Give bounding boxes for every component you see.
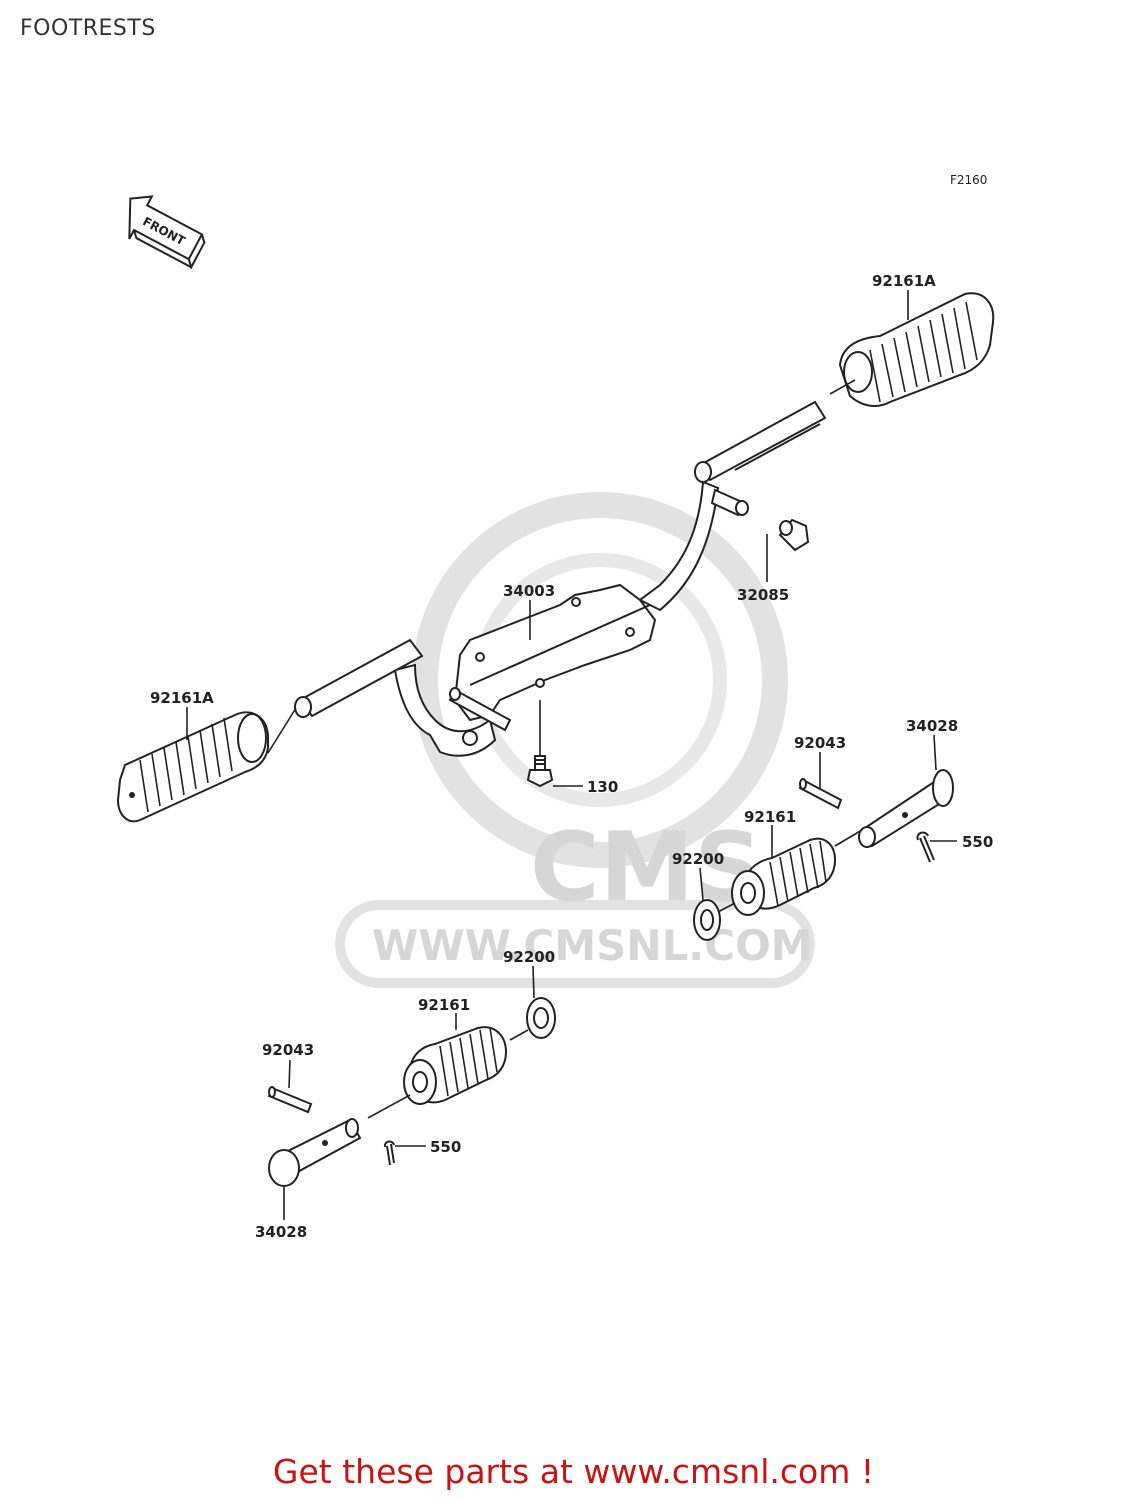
page-title: FOOTRESTS bbox=[20, 16, 156, 41]
leader-lines bbox=[186, 290, 957, 1220]
label-92161-left: 92161 bbox=[418, 996, 470, 1014]
peg-34028-left bbox=[268, 1118, 362, 1187]
label-130: 130 bbox=[587, 778, 618, 796]
footrest-rubber-right bbox=[838, 292, 995, 407]
watermark-url: WWW.CMSNL.COM bbox=[372, 921, 813, 970]
bolt-130 bbox=[526, 755, 554, 788]
label-32085: 32085 bbox=[737, 586, 789, 604]
cotter-550-left bbox=[383, 1140, 395, 1166]
rubber-92161-right bbox=[731, 837, 837, 916]
label-550-right: 550 bbox=[962, 833, 993, 851]
watermark-brand: CMS bbox=[530, 813, 763, 923]
footrest-rubber-left bbox=[116, 711, 269, 823]
pin-92043-left bbox=[267, 1086, 313, 1114]
label-92200-right: 92200 bbox=[672, 850, 724, 868]
footrest-bracket bbox=[294, 400, 827, 757]
pin-92043-right bbox=[798, 778, 843, 810]
label-92161A-left: 92161A bbox=[150, 689, 214, 707]
label-92200-left: 92200 bbox=[503, 948, 555, 966]
label-34028-left: 34028 bbox=[255, 1223, 307, 1241]
cap-32085 bbox=[778, 518, 810, 552]
label-92161A-right: 92161A bbox=[872, 272, 936, 290]
washer-92200-left bbox=[526, 997, 556, 1039]
label-92043-left: 92043 bbox=[262, 1041, 314, 1059]
peg-34028-right bbox=[858, 769, 954, 848]
label-92161-right: 92161 bbox=[744, 808, 796, 826]
label-550-left: 550 bbox=[430, 1138, 461, 1156]
front-arrow-icon: FRONT bbox=[128, 195, 206, 270]
figure-code: F2160 bbox=[950, 173, 987, 187]
washer-92200-right bbox=[693, 899, 721, 941]
rubber-92161-left bbox=[403, 1026, 508, 1105]
shop-link[interactable]: Get these parts at www.cmsnl.com ! bbox=[272, 1452, 875, 1491]
cotter-550-right bbox=[916, 831, 935, 863]
label-92043-right: 92043 bbox=[794, 734, 846, 752]
label-34028-right: 34028 bbox=[906, 717, 958, 735]
label-34003: 34003 bbox=[503, 582, 555, 600]
